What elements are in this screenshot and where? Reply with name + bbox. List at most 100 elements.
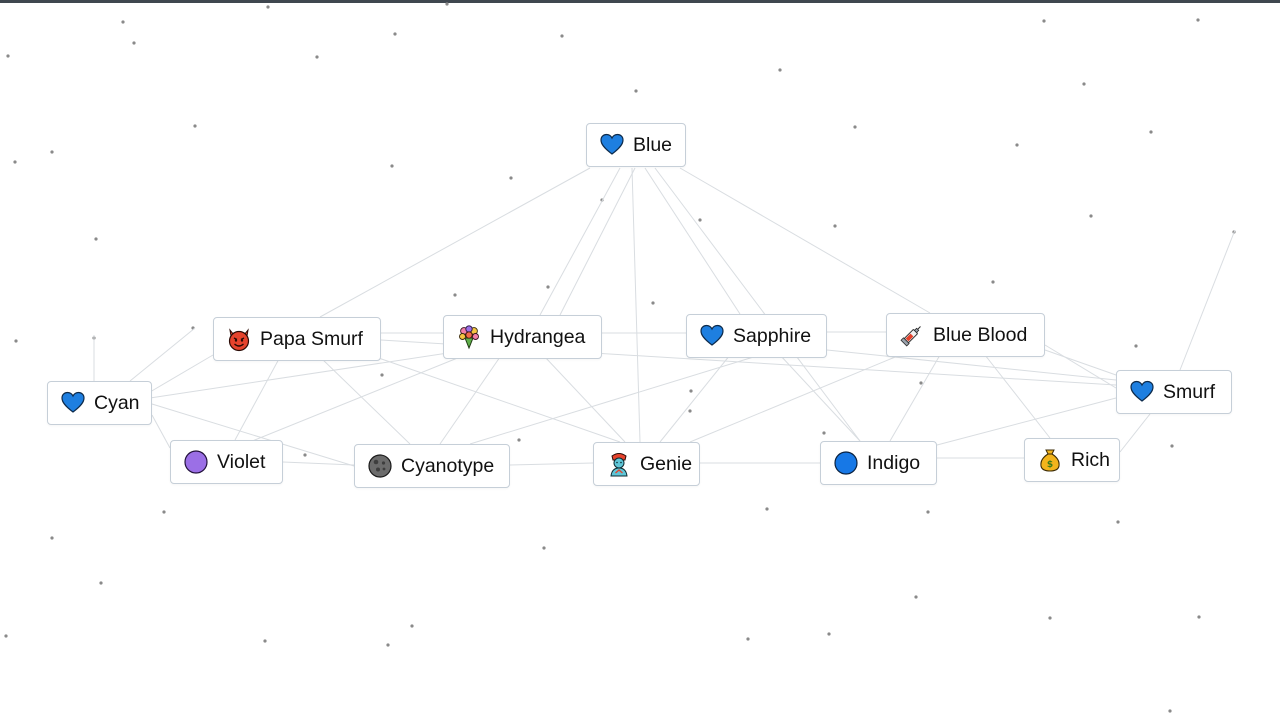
background-dot [410,624,414,628]
connection-line [1119,413,1151,453]
background-dot [827,632,831,636]
background-dot [833,224,837,228]
background-dot [1149,130,1153,134]
background-dot [266,5,270,9]
background-dot [560,34,564,38]
background-dot [263,639,267,643]
background-dot [121,20,125,24]
background-dot [919,381,923,385]
background-dot [651,301,655,305]
connection-line [369,354,621,443]
background-dot [1048,616,1052,620]
element-papa-smurf[interactable]: Papa Smurf [213,317,381,361]
background-dot [822,431,826,435]
connection-line [631,167,641,443]
connection-line [779,354,861,442]
element-label: Smurf [1163,380,1216,403]
background-dot [4,634,8,638]
background-dot [162,510,166,514]
background-dot [386,643,390,647]
connection-line [644,167,741,315]
blue-heart-icon [599,132,625,158]
background-dot [6,54,10,58]
background-dot [50,536,54,540]
background-dot [853,125,857,129]
connection-line [151,414,171,449]
connection-line [1044,344,1117,389]
connection-line [889,354,941,442]
blue-heart-icon [1129,379,1155,405]
element-label: Rich [1071,448,1111,471]
syringe-icon [899,322,925,348]
devil-face-icon [226,326,252,352]
background-dot [92,336,96,340]
background-dot [132,41,136,45]
background-dot [1196,18,1200,22]
element-label: Blue Blood [933,323,1028,346]
background-dot [453,293,457,297]
element-sapphire[interactable]: Sapphire [686,314,827,358]
element-blue-blood[interactable]: Blue Blood [886,313,1045,357]
background-dot [1232,230,1236,234]
connection-line [689,354,901,443]
element-rich[interactable]: $ Rich [1024,438,1120,482]
background-dot [926,510,930,514]
connection-line [319,356,411,445]
connection-line [282,461,355,466]
element-indigo[interactable]: Indigo [820,441,937,485]
background-dot [315,55,319,59]
background-dot [1170,444,1174,448]
background-dot [1168,709,1172,713]
element-blue[interactable]: Blue [586,123,686,167]
background-dot [991,280,995,284]
background-dot [1134,344,1138,348]
connection-line [319,167,591,318]
background-dot [914,595,918,599]
element-label: Hydrangea [490,325,586,348]
connection-line [984,354,1051,439]
background-dot [509,176,513,180]
connection-line [679,167,931,314]
background-dot [1089,214,1093,218]
element-label: Genie [640,452,693,475]
background-dot [1082,82,1086,86]
background-dot [698,218,702,222]
purple-circle-icon [183,449,209,475]
blue-heart-icon [60,390,86,416]
element-label: Violet [217,450,266,473]
element-violet[interactable]: Violet [170,440,283,484]
background-dot [689,389,693,393]
connection-line [149,354,214,393]
connection-line [539,167,621,316]
svg-text:$: $ [1047,460,1053,470]
element-hydrangea[interactable]: Hydrangea [443,315,602,359]
connection-line [509,462,594,466]
background-dot [193,124,197,128]
background-dot [1116,520,1120,524]
element-cyan[interactable]: Cyan [47,381,152,425]
background-dot [380,373,384,377]
connection-line [1044,349,1117,376]
element-label: Cyanotype [401,454,495,477]
connection-line [229,356,461,451]
connection-line [439,356,501,445]
connection-line [234,356,281,441]
blue-heart-icon [699,323,725,349]
connection-line [1179,229,1236,371]
element-label: Papa Smurf [260,327,363,350]
background-dot [50,150,54,154]
element-cyanotype[interactable]: Cyanotype [354,444,510,488]
element-smurf[interactable]: Smurf [1116,370,1232,414]
element-label: Sapphire [733,324,812,347]
connection-line [129,327,196,382]
moon-icon [367,453,393,479]
background-dot [542,546,546,550]
background-dot [390,164,394,168]
money-bag-icon: $ [1037,447,1063,473]
background-dot [13,160,17,164]
element-genie[interactable]: Genie [593,442,700,486]
background-dot [778,68,782,72]
